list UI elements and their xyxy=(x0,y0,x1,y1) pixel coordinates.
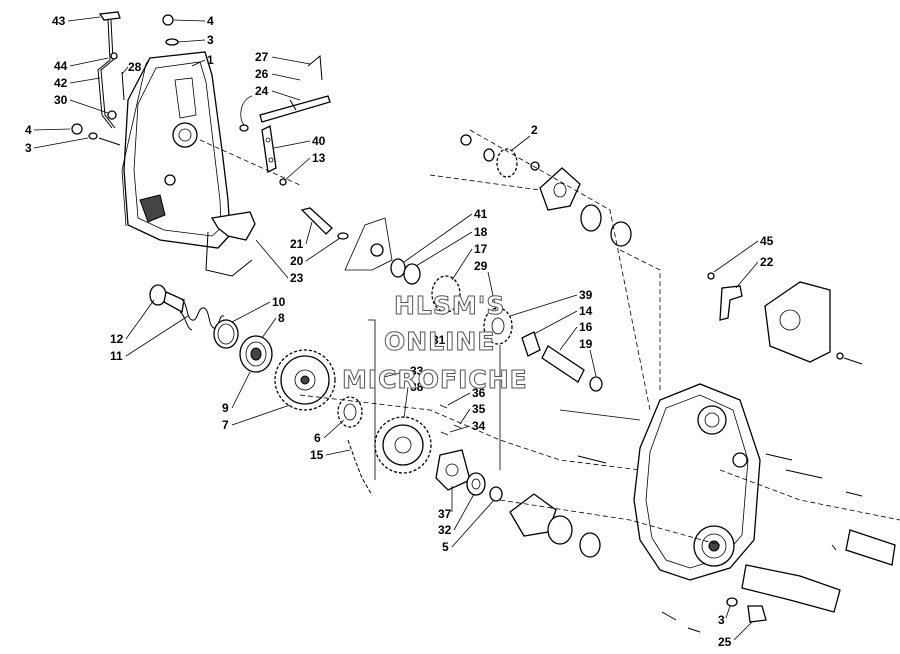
callout-29: 29 xyxy=(474,259,488,273)
callout-15: 15 xyxy=(310,448,324,462)
input-shaft-spring xyxy=(149,284,225,331)
callout-39: 39 xyxy=(579,288,593,302)
callout-8: 8 xyxy=(278,311,285,325)
speedo-bracket xyxy=(707,272,863,365)
callout-11: 11 xyxy=(110,349,123,363)
cover-bolt-left xyxy=(71,123,121,146)
large-sprocket-38 xyxy=(374,416,432,474)
chain-tensioner-clip xyxy=(205,211,256,277)
callout-3-bottom: 3 xyxy=(718,613,725,627)
upper-sprocket-2 xyxy=(460,134,540,178)
callout-1: 1 xyxy=(207,53,214,67)
idler-gear-stack xyxy=(390,258,603,392)
watermark-line-1: HLSM'S xyxy=(394,291,505,320)
callout-4-left: 4 xyxy=(25,123,32,137)
callout-14: 14 xyxy=(579,304,593,318)
housing-bolts xyxy=(577,453,863,633)
callout-18: 18 xyxy=(474,225,488,239)
callout-labels: 43 4 3 1 44 42 28 30 4 3 27 26 24 40 13 … xyxy=(25,14,774,649)
callout-17: 17 xyxy=(474,242,488,256)
callout-3-left: 3 xyxy=(25,141,32,155)
callout-20: 20 xyxy=(290,254,304,268)
callout-6: 6 xyxy=(314,431,321,445)
callout-24: 24 xyxy=(255,84,269,98)
bracket xyxy=(261,125,287,186)
callout-23: 23 xyxy=(290,271,304,285)
watermark-line-3: MICROFICHE xyxy=(342,365,528,394)
bearing-32 xyxy=(466,472,486,496)
gearcase-housing xyxy=(633,383,761,581)
chaincase-cover xyxy=(121,14,231,249)
callout-34: 34 xyxy=(472,419,486,433)
alignment-lines xyxy=(199,129,900,546)
brake-lever-assembly xyxy=(97,11,125,129)
tensioner-shaft xyxy=(239,55,331,132)
callout-32: 32 xyxy=(438,523,452,537)
callout-36: 36 xyxy=(472,386,486,400)
callout-3-top: 3 xyxy=(207,33,214,47)
lower-bearing-flange xyxy=(509,493,601,558)
callout-12: 12 xyxy=(110,332,124,346)
washer-5 xyxy=(489,486,503,502)
bearing-flange-37 xyxy=(435,449,471,491)
callout-21: 21 xyxy=(290,237,304,251)
large-sprocket-7 xyxy=(274,349,336,411)
small-bolts xyxy=(439,404,462,436)
callout-5: 5 xyxy=(442,540,449,554)
upper-bearing-flange xyxy=(539,167,632,247)
callout-37: 37 xyxy=(438,507,452,521)
callout-43: 43 xyxy=(52,14,66,28)
snap-ring-10 xyxy=(213,319,239,349)
callout-9: 9 xyxy=(222,401,229,415)
callout-19: 19 xyxy=(579,337,593,351)
callout-2: 2 xyxy=(531,123,538,137)
idler-mount xyxy=(344,217,393,271)
watermark: HLSM'S ONLINE MICROFICHE xyxy=(342,291,528,395)
callout-13: 13 xyxy=(312,151,326,165)
callout-42: 42 xyxy=(54,76,68,90)
bearing-8 xyxy=(239,335,273,373)
callout-27: 27 xyxy=(255,50,269,64)
small-sprocket-6 xyxy=(337,396,363,428)
output-shafts xyxy=(741,529,896,613)
callout-22: 22 xyxy=(760,255,774,269)
callout-28: 28 xyxy=(128,60,142,74)
callout-44: 44 xyxy=(54,59,68,73)
callout-7: 7 xyxy=(222,418,229,432)
drive-chain-15 xyxy=(347,439,373,496)
callout-30: 30 xyxy=(54,93,68,107)
callout-4-top: 4 xyxy=(207,14,214,28)
callout-45: 45 xyxy=(760,234,774,248)
watermark-line-2: ONLINE xyxy=(384,327,495,356)
callout-38: 38 xyxy=(410,380,424,394)
callout-31: 31 xyxy=(432,333,446,347)
idler-bolt xyxy=(300,207,349,240)
callout-40: 40 xyxy=(312,134,326,148)
callout-26: 26 xyxy=(255,67,269,81)
callout-10: 10 xyxy=(272,295,286,309)
callout-16: 16 xyxy=(579,320,593,334)
callout-25: 25 xyxy=(718,635,732,649)
callout-33: 33 xyxy=(410,364,424,378)
callout-41: 41 xyxy=(474,207,488,221)
callout-35: 35 xyxy=(472,402,486,416)
